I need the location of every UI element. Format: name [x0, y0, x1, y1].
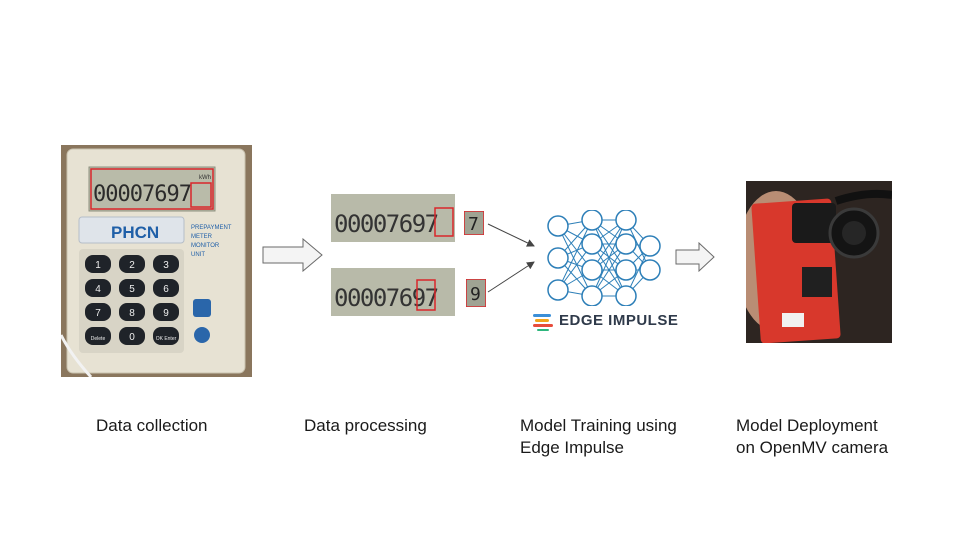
network-node [639, 259, 661, 281]
meter-key [119, 279, 145, 297]
meter-key-label: Delete [91, 336, 106, 342]
network-node [581, 233, 603, 255]
openmv-camera-photo [736, 181, 893, 344]
network-node [547, 215, 569, 237]
network-edge [591, 219, 627, 297]
meter-key-label: 3 [163, 260, 169, 271]
processed-digit-bottom: 9 [465, 278, 487, 308]
meter-highlight-box [90, 168, 214, 210]
network-node [547, 247, 569, 269]
svg-text:PREPAYMENT: PREPAYMENT [191, 225, 232, 231]
meter-key [85, 327, 111, 345]
processed-image-top: 00007697 [331, 194, 455, 242]
edge-impulse-logo-icon [533, 314, 553, 331]
meter-brand: PHCN [111, 223, 159, 242]
meter-key-label: 9 [163, 308, 169, 319]
meter-key-label: 1 [95, 260, 101, 271]
network-edge [557, 225, 593, 297]
network-edge [557, 219, 593, 291]
svg-text:MONITOR: MONITOR [191, 243, 220, 249]
meter-key [119, 255, 145, 273]
meter-digit-highlight [190, 182, 212, 208]
caption-model-deployment: Model Deployment on OpenMV camera [736, 416, 889, 457]
meter-key-label: OK Enter [156, 336, 177, 342]
network-node [581, 259, 603, 281]
arrow-right-icon [675, 241, 715, 277]
meter-key [119, 303, 145, 321]
svg-text:00007697: 00007697 [334, 210, 438, 238]
svg-text:9: 9 [470, 284, 481, 305]
edge-impulse-logo: EDGE IMPULSE [533, 312, 683, 332]
meter-key [119, 327, 145, 345]
processed-digit-top: 7 [463, 210, 485, 236]
meter-lcd-reading: 00007697 [93, 182, 191, 207]
meter-key [153, 279, 179, 297]
svg-text:UNIT: UNIT [191, 252, 205, 258]
svg-text:METER: METER [191, 234, 213, 240]
meter-key [153, 327, 179, 345]
meter-key-label: 4 [95, 284, 101, 295]
network-node [615, 285, 637, 307]
arrow-right-icon [262, 237, 324, 277]
network-node [639, 235, 661, 257]
meter-key [153, 303, 179, 321]
meter-key-label: 5 [129, 284, 135, 295]
meter-photo: 00007697 kWh PHCN PREPAYMENT METER MONIT… [59, 145, 252, 379]
network-node [615, 209, 637, 231]
meter-key [153, 255, 179, 273]
svg-text:kWh: kWh [199, 175, 211, 181]
meter-key-label: 7 [95, 308, 101, 319]
processed-image-bottom: 00007697 [331, 268, 455, 316]
network-node [581, 209, 603, 231]
network-node [615, 233, 637, 255]
edge-impulse-logo-text: EDGE IMPULSE [559, 312, 679, 329]
meter-key-label: 0 [129, 332, 135, 343]
svg-text:7: 7 [468, 214, 479, 235]
network-node [547, 279, 569, 301]
network-node [615, 259, 637, 281]
meter-key [85, 255, 111, 273]
meter-key [85, 303, 111, 321]
meter-key [85, 279, 111, 297]
caption-data-processing: Data processing [304, 416, 427, 435]
svg-text:00007697: 00007697 [334, 284, 438, 312]
meter-key-label: 6 [163, 284, 169, 295]
caption-model-training: Model Training using Edge Impulse [520, 416, 677, 457]
network-node [581, 285, 603, 307]
neural-network-icon [544, 209, 664, 311]
connector-arrows [484, 218, 544, 303]
caption-data-collection: Data collection [96, 416, 208, 435]
meter-key-label: 8 [129, 308, 135, 319]
meter-key-label: 2 [129, 260, 135, 271]
